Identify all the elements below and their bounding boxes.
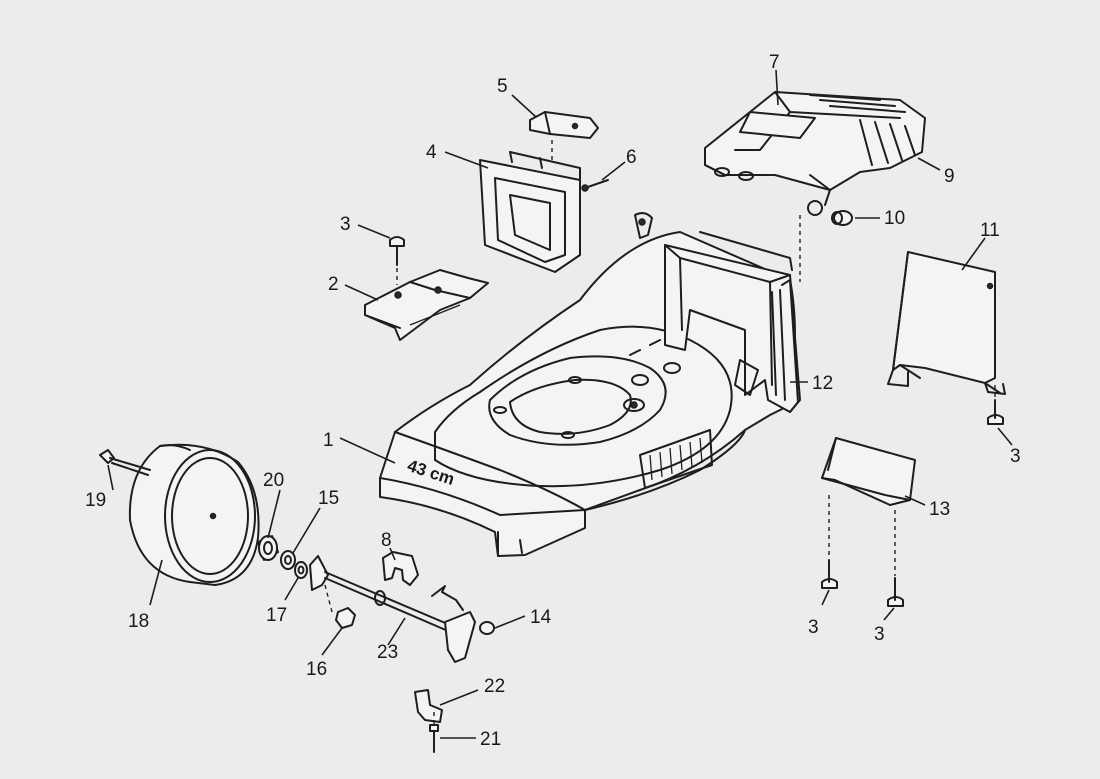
callout-part-9: 9: [944, 166, 955, 187]
bracket-part-2: [364, 269, 489, 341]
washer-part-17: [294, 561, 308, 579]
screw-part-3-upper: [389, 236, 405, 285]
callout-part-19: 19: [85, 490, 106, 511]
callout-part-6: 6: [626, 147, 637, 168]
bushing-part-10: [831, 210, 853, 226]
side-plate-part-11: [887, 251, 1006, 395]
callout-part-23: 23: [377, 642, 398, 663]
callout-part-11: 11: [980, 220, 1000, 241]
callout-numbers: 1 2 3 3 3 3 4 5 6 7 8 9 10 11 12 13 14 1…: [85, 52, 1021, 750]
callout-part-22: 22: [484, 676, 505, 697]
callout-part-3-bottom-left: 3: [808, 617, 819, 638]
callout-part-13: 13: [929, 499, 950, 520]
callout-part-3-upper: 3: [340, 214, 351, 235]
screw-part-3-bottom-left: [821, 495, 838, 589]
callout-part-15: 15: [318, 488, 339, 509]
callout-part-17: 17: [266, 605, 287, 626]
rear-frame-part-12: [781, 279, 799, 413]
callout-part-1: 1: [323, 430, 334, 451]
bushing-part-20: [257, 535, 279, 561]
callout-part-21: 21: [480, 729, 501, 750]
rear-cover-part-7-9: [704, 91, 926, 282]
screw-part-3-bottom-right: [887, 510, 904, 607]
cap-part-14: [479, 621, 495, 635]
callout-part-10: 10: [884, 208, 905, 229]
leader-lines: [107, 69, 1013, 739]
height-axle-part-23: [309, 555, 476, 663]
screw-part-21: [429, 712, 439, 753]
flap-part-13: [821, 437, 916, 506]
chute-insert-part-4: [479, 140, 581, 273]
axle-bolt-part-19: [99, 449, 151, 476]
callout-part-7: 7: [769, 52, 780, 73]
callout-part-18: 18: [128, 611, 149, 632]
callout-part-16: 16: [306, 659, 327, 680]
callout-part-8: 8: [381, 530, 392, 551]
callout-part-2: 2: [328, 274, 339, 295]
clip-part-5: [529, 111, 599, 139]
nut-part-16: [335, 607, 356, 629]
bracket-part-22: [414, 689, 443, 723]
screw-part-3-right: [987, 385, 1004, 425]
mower-deck: 43 cm: [379, 212, 801, 557]
pin-part-6: [581, 179, 609, 192]
wheel-part-18: [128, 443, 260, 586]
callout-part-3-right: 3: [1010, 446, 1021, 467]
callout-part-20: 20: [263, 470, 284, 491]
callout-part-14: 14: [530, 607, 552, 628]
callout-part-3-bottom-right: 3: [874, 624, 885, 645]
washer-part-15: [280, 550, 296, 570]
callout-part-12: 12: [812, 373, 833, 394]
callout-part-4: 4: [426, 142, 437, 163]
clamp-part-8: [382, 551, 419, 586]
spring-clip: [431, 585, 464, 611]
callout-part-5: 5: [497, 76, 508, 97]
